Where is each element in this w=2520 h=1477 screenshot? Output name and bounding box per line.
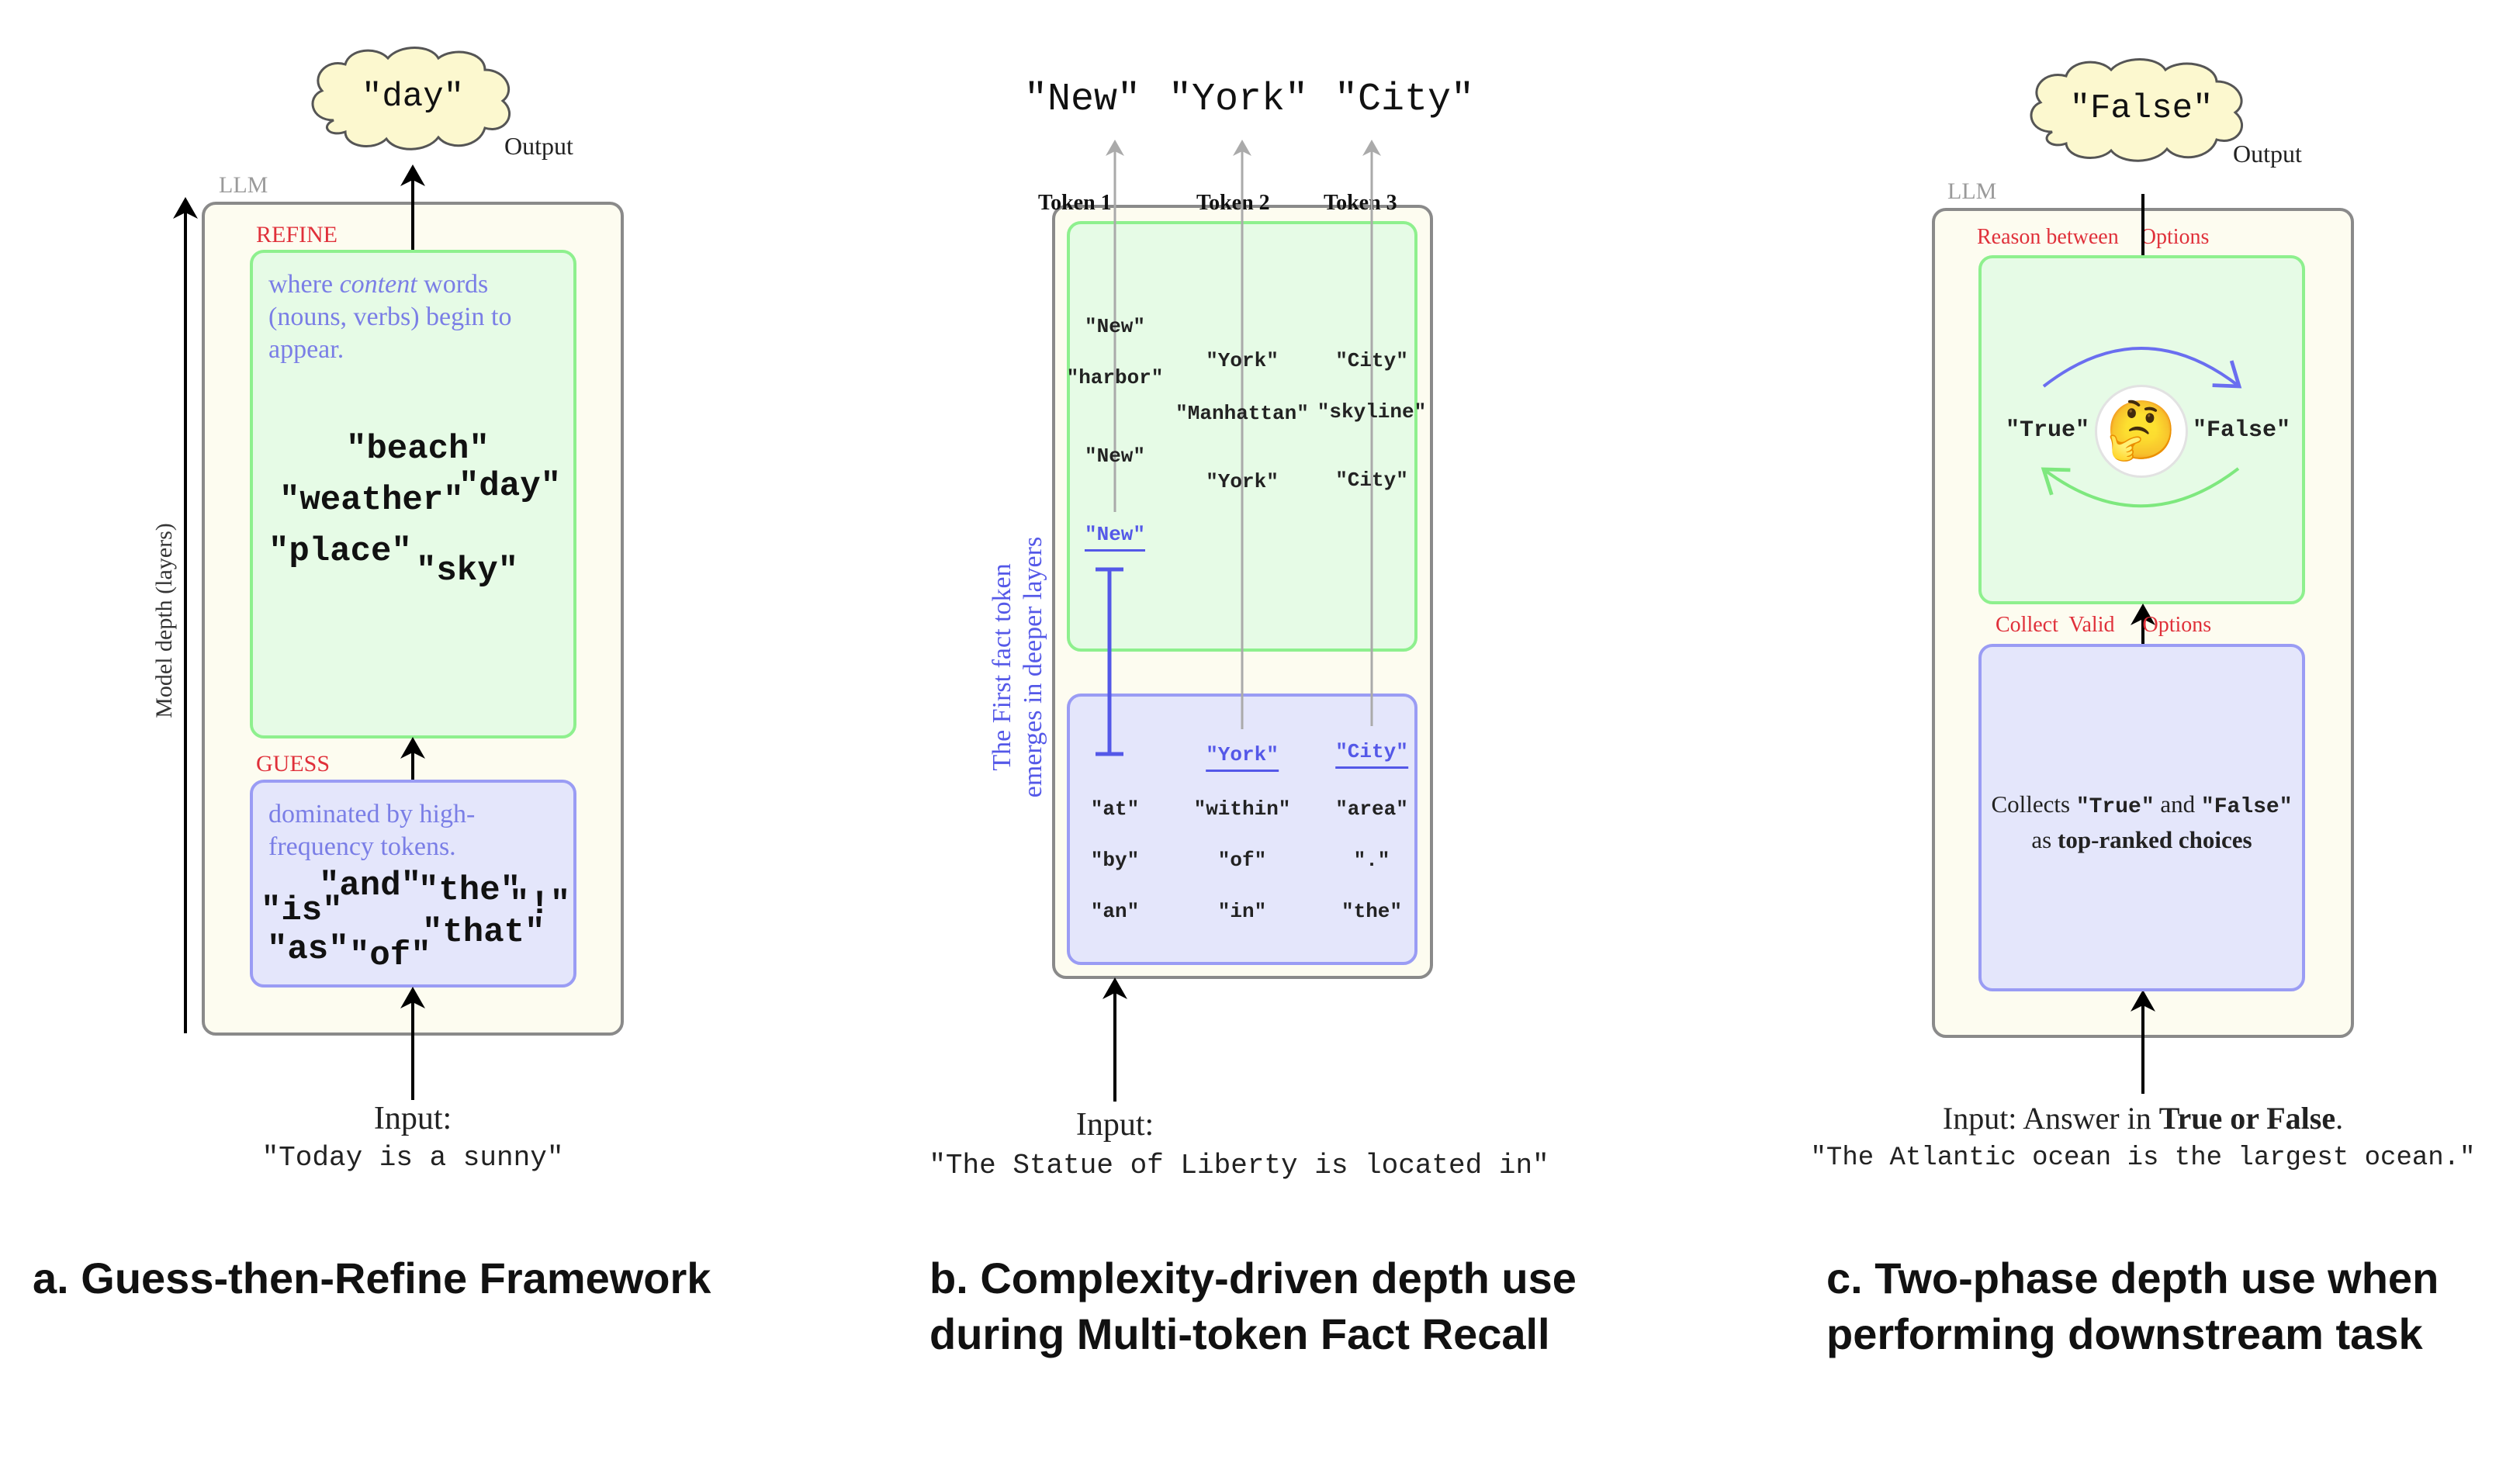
col1-lower-token: "by" xyxy=(1090,849,1140,872)
input-label-a: Input: xyxy=(373,1101,452,1136)
col2-upper-token: "York" xyxy=(1206,349,1279,372)
guess-label: GUESS xyxy=(256,751,331,777)
col1-upper-token: "New" xyxy=(1084,444,1146,468)
col3-lower-token: "the" xyxy=(1341,900,1403,923)
col1-lower-token: "at" xyxy=(1090,797,1140,821)
output-token-1: "New" xyxy=(1024,78,1141,122)
guess-token: "!" xyxy=(509,885,571,924)
guess-description: dominated by high-frequency tokens. xyxy=(268,800,476,861)
output-cloud-a xyxy=(311,47,511,150)
col2-lower-token: "within" xyxy=(1193,797,1291,821)
collect-desc-pre: Collects xyxy=(1991,790,2076,818)
collect-box: Collects "True" and "False" as top-ranke… xyxy=(1978,644,2305,991)
refine-token: "sky" xyxy=(416,552,519,590)
depth-axis-label: Model depth (layers) xyxy=(151,523,177,718)
lower-layers-box xyxy=(1067,694,1418,965)
input-label-c: Input: Answer in True or False. xyxy=(1943,1100,2343,1136)
col3-lower-token: "." xyxy=(1353,849,1390,872)
option-false: "False" xyxy=(2193,417,2291,444)
input-label-b: Input: xyxy=(1075,1107,1154,1143)
refine-token: "place" xyxy=(268,532,412,571)
caption-b-line1: b. Complexity-driven depth use xyxy=(929,1254,1577,1302)
caption-a: a. Guess-then-Refine Framework xyxy=(33,1254,711,1302)
false-to-true-arc xyxy=(2041,467,2240,508)
col1-lower-token: "an" xyxy=(1090,900,1140,923)
option-true: "True" xyxy=(2006,417,2090,444)
collect-desc-bold: top-ranked choices xyxy=(2058,826,2252,853)
caption-c-line2: performing downstream task xyxy=(1826,1309,2423,1358)
arrows-c xyxy=(2041,194,2242,1094)
collect-label: Collect Valid Options xyxy=(1996,613,2211,638)
col3-upper-token: "City" xyxy=(1335,469,1408,492)
col2-upper-token: "Manhattan" xyxy=(1175,402,1309,425)
collect-desc-and: and xyxy=(2154,790,2201,818)
token-header-1: Token 1 xyxy=(1038,191,1112,215)
refine-description: where content words (nouns, verbs) begin… xyxy=(268,268,563,366)
thinking-face-icon: 🤔 xyxy=(2095,385,2188,478)
guess-token: "as" xyxy=(267,930,349,969)
col3-upper-token: "City" xyxy=(1335,349,1408,372)
guess-box: dominated by high-frequency tokens. "and… xyxy=(250,780,576,988)
reason-label-left: Reason between xyxy=(1977,225,2119,249)
collect-desc-as: as xyxy=(2031,826,2058,853)
col1-upper-token: "harbor" xyxy=(1066,366,1164,389)
collect-description: Collects "True" and "False" as top-ranke… xyxy=(1982,788,2302,856)
output-token-c: "False" xyxy=(2069,89,2214,128)
collect-label-left: Collect Valid xyxy=(1996,613,2115,637)
refine-token: "beach" xyxy=(346,430,490,469)
caption-b-line2: during Multi-token Fact Recall xyxy=(929,1309,1550,1358)
token-header-3: Token 3 xyxy=(1324,191,1397,215)
collect-desc-true: "True" xyxy=(2075,795,2155,819)
true-to-false-arc xyxy=(2042,347,2242,389)
col2-lower-token: "of" xyxy=(1217,849,1267,872)
first-fact-annotation-line1: The First fact token xyxy=(988,563,1016,771)
col2-emerged-token: "York" xyxy=(1206,743,1279,772)
llm-label-c: LLM xyxy=(1947,178,1997,204)
input-text-c: "The Atlantic ocean is the largest ocean… xyxy=(1810,1143,2476,1173)
input-text-b: "The Statue of Liberty is located in" xyxy=(929,1150,1549,1181)
col3-lower-token: "area" xyxy=(1335,797,1408,821)
collect-description-line2: as top-ranked choices xyxy=(1982,824,2302,856)
first-fact-annotation: The First fact token emerges in deeper l… xyxy=(987,537,1049,797)
output-cloud-c xyxy=(2030,58,2244,162)
guess-token: "of" xyxy=(349,936,431,975)
collect-label-right: Options xyxy=(2142,613,2212,637)
refine-label: REFINE xyxy=(256,222,338,247)
output-label-c: Output xyxy=(2233,140,2302,168)
refine-token: "weather" xyxy=(279,481,464,520)
guess-token: "that" xyxy=(422,913,545,952)
col1-emerged-token: "New" xyxy=(1084,523,1146,552)
output-token-3: "City" xyxy=(1334,78,1475,122)
input-c-post: . xyxy=(2335,1101,2344,1136)
arrows-b xyxy=(1096,140,1381,1102)
refine-desc-post: words (nouns, verbs) begin to appear. xyxy=(268,270,512,364)
reason-label-right: Options xyxy=(2140,225,2210,249)
output-token-a: "day" xyxy=(361,78,465,116)
output-label-a: Output xyxy=(504,132,573,160)
col2-upper-token: "York" xyxy=(1206,470,1279,493)
output-token-2: "York" xyxy=(1168,78,1309,122)
col2-lower-token: "in" xyxy=(1217,900,1267,923)
input-c-pre: Input: Answer in xyxy=(1942,1101,2159,1136)
caption-c-line1: c. Two-phase depth use when xyxy=(1826,1254,2439,1302)
guess-token: "is" xyxy=(261,891,343,930)
arrows-a xyxy=(173,164,425,1100)
input-text-a: "Today is a sunny" xyxy=(261,1142,564,1174)
refine-token: "day" xyxy=(459,467,562,506)
collect-desc-false: "False" xyxy=(2200,795,2293,819)
col3-upper-token: "skyline" xyxy=(1317,400,1427,424)
first-fact-annotation-line2: emerges in deeper layers xyxy=(1019,536,1047,798)
refine-desc-pre: where xyxy=(268,270,340,299)
col1-upper-token: "New" xyxy=(1084,315,1146,338)
reason-label: Reason between Options xyxy=(1977,225,2209,250)
col3-emerged-token: "City" xyxy=(1335,740,1408,769)
input-c-bold: True or False xyxy=(2158,1101,2336,1136)
guess-token: "the" xyxy=(418,871,521,910)
refine-desc-emphasis: content xyxy=(339,270,417,299)
guess-token: "and" xyxy=(319,866,422,905)
llm-label-a: LLM xyxy=(219,172,268,198)
token-header-2: Token 2 xyxy=(1196,191,1270,215)
collect-description-line1: Collects "True" and "False" xyxy=(1982,788,2302,824)
